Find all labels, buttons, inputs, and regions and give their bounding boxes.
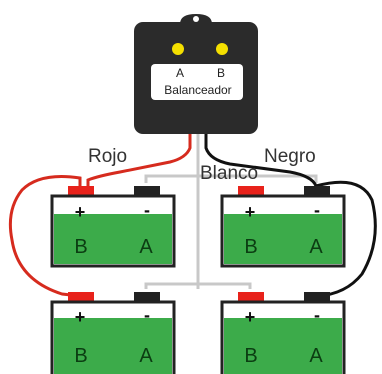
battery-letter-b: B	[244, 236, 257, 258]
positive-terminal	[238, 292, 264, 302]
red-wire-label: Rojo	[88, 146, 127, 167]
black-wire-label: Negro	[264, 146, 316, 167]
device-label-panel	[151, 64, 243, 100]
negative-terminal	[304, 186, 330, 196]
minus-sign: -	[144, 305, 150, 325]
negative-terminal	[134, 292, 160, 302]
positive-terminal	[238, 186, 264, 196]
battery-letter-a: A	[139, 345, 153, 367]
white-wire	[144, 132, 318, 289]
minus-sign: -	[144, 200, 150, 220]
device-hole	[193, 16, 199, 22]
battery-top-right: + - B A	[220, 186, 346, 268]
battery-top-left: + - B A	[50, 186, 176, 268]
positive-terminal	[68, 186, 94, 196]
battery-letter-a: A	[309, 345, 323, 367]
negative-terminal	[304, 292, 330, 302]
led-a	[172, 43, 184, 55]
battery-fill	[224, 318, 342, 374]
red-wire	[8, 132, 192, 298]
white-wire-label: Blanco	[200, 163, 258, 184]
minus-sign: -	[314, 200, 320, 220]
battery-fill	[54, 214, 172, 264]
battery-letter-b: B	[74, 236, 87, 258]
battery-fill	[224, 214, 342, 264]
plus-sign: +	[75, 202, 86, 222]
battery-letter-a: A	[309, 236, 323, 258]
battery-letter-a: A	[139, 236, 153, 258]
battery-letter-b: B	[74, 345, 87, 367]
battery-bottom-right: + - B A	[220, 292, 346, 374]
minus-sign: -	[314, 305, 320, 325]
plus-sign: +	[75, 307, 86, 327]
led-a-label: A	[176, 66, 184, 80]
device-label: Balanceador	[164, 83, 231, 97]
led-b	[216, 43, 228, 55]
balancer-device: A B Balanceador	[134, 14, 258, 134]
battery-bottom-left: + - B A	[50, 292, 176, 374]
black-wire	[204, 132, 377, 298]
positive-terminal	[68, 292, 94, 302]
led-b-label: B	[217, 66, 225, 80]
negative-terminal	[134, 186, 160, 196]
plus-sign: +	[245, 307, 256, 327]
battery-fill	[54, 318, 172, 374]
wires	[8, 132, 377, 298]
plus-sign: +	[245, 202, 256, 222]
battery-letter-b: B	[244, 345, 257, 367]
